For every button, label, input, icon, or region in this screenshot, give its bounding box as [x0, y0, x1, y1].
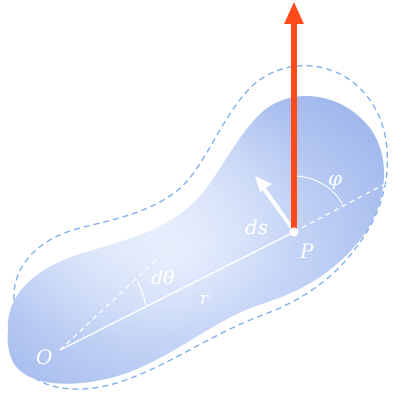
blob-highlight	[7, 96, 385, 384]
radius-extension-dashed	[293, 183, 386, 233]
displaced-outline	[11, 64, 389, 390]
label-origin: O	[36, 345, 52, 369]
label-angle-element: dθ	[151, 267, 175, 289]
radius-line	[59, 231, 295, 351]
reference-dashed-line	[59, 257, 159, 351]
point-p-dot	[289, 227, 299, 237]
ds-arrow-head	[255, 176, 272, 192]
label-arc-element: ds	[245, 215, 268, 239]
label-angle-phi: φ	[328, 166, 342, 190]
label-radius: r	[200, 289, 209, 309]
force-arrow-head	[284, 2, 304, 24]
label-point: P	[299, 239, 314, 263]
dtheta-arc	[137, 281, 147, 307]
ds-arrow-shaft	[260, 184, 294, 230]
phi-arc	[293, 175, 344, 206]
